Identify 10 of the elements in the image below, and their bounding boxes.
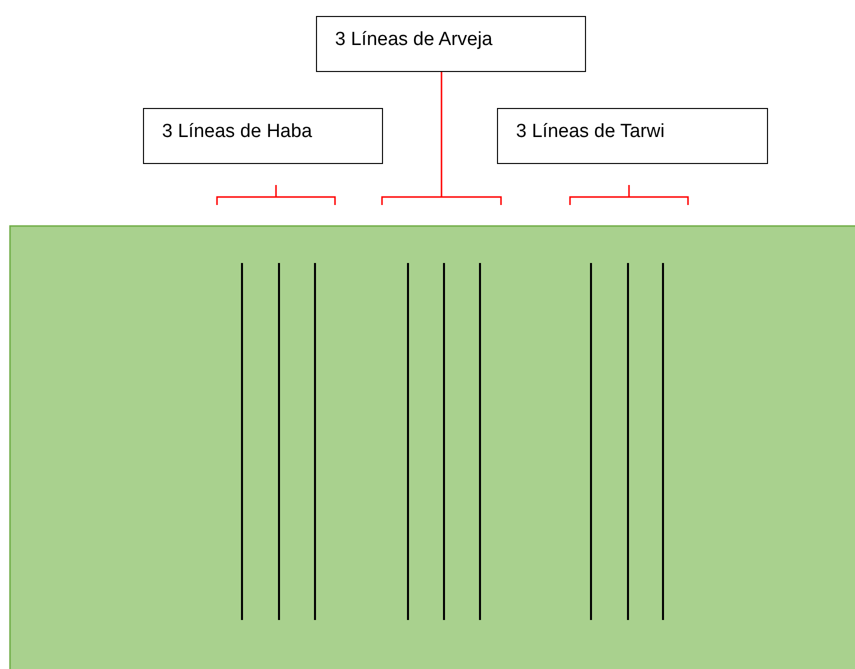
label-text: 3 Líneas de Arveja	[335, 29, 494, 51]
label-box	[497, 108, 768, 164]
bracket	[381, 184, 502, 206]
label-box	[316, 16, 586, 72]
bracket	[569, 184, 689, 206]
bracket	[216, 184, 336, 206]
leader-line	[440, 72, 442, 185]
label-text: 3 Líneas de Tarwi	[516, 121, 666, 143]
label-box	[143, 108, 383, 164]
label-text: 3 Líneas de Haba	[162, 121, 314, 143]
